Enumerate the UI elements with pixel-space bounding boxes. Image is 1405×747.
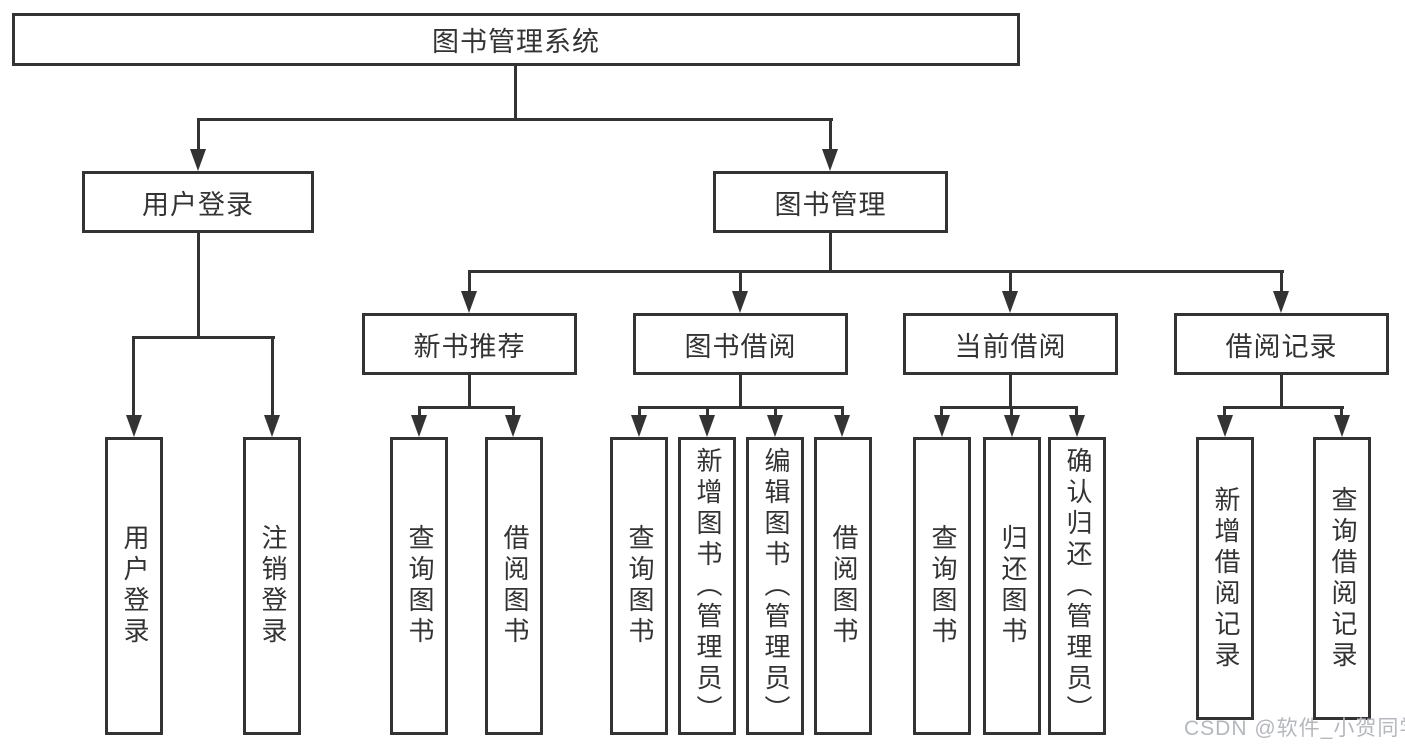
arrow-down-icon xyxy=(1273,291,1289,313)
node-current-borrowing: 当前借阅 xyxy=(903,313,1118,375)
arrow-down-icon xyxy=(1002,291,1018,313)
connector-line xyxy=(1223,406,1226,415)
arrow-down-icon xyxy=(1004,415,1020,437)
leaf-query-books-borrow: 查询图书 xyxy=(610,437,668,735)
node-label: 借阅记录 xyxy=(1225,331,1338,362)
node-library-management-system: 图书管理系统 xyxy=(12,13,1020,66)
node-label: 借阅图书 xyxy=(828,524,859,648)
connector-line xyxy=(133,336,275,339)
arrow-down-icon xyxy=(934,415,950,437)
arrow-down-icon xyxy=(699,415,715,437)
node-borrowing-records: 借阅记录 xyxy=(1174,313,1389,375)
node-label: 新书推荐 xyxy=(413,331,526,362)
node-label: 借阅图书 xyxy=(499,524,530,648)
connector-line xyxy=(1340,406,1343,415)
node-label: 查询图书 xyxy=(404,524,435,648)
connector-line xyxy=(132,336,135,415)
connector-line xyxy=(1280,270,1283,293)
node-label: 图书管理系统 xyxy=(432,27,600,57)
node-label: 用户登录 xyxy=(119,524,150,648)
arrow-down-icon xyxy=(732,291,748,313)
connector-line xyxy=(468,270,471,293)
connector-line xyxy=(774,406,777,415)
node-new-book-recommend: 新书推荐 xyxy=(362,313,577,375)
node-label: 编辑图书（管理员） xyxy=(760,446,791,726)
node-label: 确认归还（管理员） xyxy=(1062,446,1093,726)
leaf-query-books-current: 查询图书 xyxy=(913,437,971,735)
connector-line xyxy=(418,406,515,409)
node-book-borrowing: 图书借阅 xyxy=(633,313,848,375)
leaf-logout: 注销登录 xyxy=(243,437,301,735)
connector-line xyxy=(514,66,517,118)
connector-line xyxy=(271,336,274,415)
connector-line xyxy=(468,375,471,406)
connector-line xyxy=(197,118,833,121)
arrow-down-icon xyxy=(461,291,477,313)
arrow-down-icon xyxy=(834,415,850,437)
leaf-edit-books-admin: 编辑图书（管理员） xyxy=(746,437,804,735)
connector-line xyxy=(940,406,943,415)
node-label: 归还图书 xyxy=(997,524,1028,648)
connector-line xyxy=(940,406,1078,409)
connector-line xyxy=(706,406,709,415)
arrow-down-icon xyxy=(505,415,521,437)
arrow-down-icon xyxy=(190,149,206,171)
leaf-return-books: 归还图书 xyxy=(983,437,1041,735)
connector-line xyxy=(418,406,421,415)
leaf-user-login: 用户登录 xyxy=(105,437,163,735)
node-label: 查询图书 xyxy=(624,524,655,648)
arrow-down-icon xyxy=(264,415,280,437)
node-user-login: 用户登录 xyxy=(82,171,314,233)
connector-line xyxy=(1280,375,1283,406)
arrow-down-icon xyxy=(1217,415,1233,437)
node-label: 新增图书（管理员） xyxy=(692,446,723,726)
leaf-confirm-return-admin: 确认归还（管理员） xyxy=(1048,437,1106,735)
csdn-watermark: CSDN @软件_小贺同学 xyxy=(1184,717,1405,740)
arrow-down-icon xyxy=(631,415,647,437)
arrow-down-icon xyxy=(767,415,783,437)
connector-line xyxy=(1009,375,1012,406)
connector-line xyxy=(197,118,200,149)
arrow-down-icon xyxy=(126,415,142,437)
leaf-borrow-books: 借阅图书 xyxy=(814,437,872,735)
connector-line xyxy=(739,270,742,293)
node-label: 查询借阅记录 xyxy=(1327,485,1358,672)
connector-line xyxy=(1223,406,1344,409)
connector-line xyxy=(1010,406,1013,415)
node-label: 图书管理 xyxy=(774,189,887,220)
arrow-down-icon xyxy=(1069,415,1085,437)
node-label: 注销登录 xyxy=(257,524,288,648)
leaf-query-books-recommend: 查询图书 xyxy=(390,437,448,735)
leaf-add-books-admin: 新增图书（管理员） xyxy=(678,437,736,735)
node-label: 当前借阅 xyxy=(954,331,1067,362)
connector-line xyxy=(829,118,832,149)
node-label: 查询图书 xyxy=(927,524,958,648)
connector-line xyxy=(1009,270,1012,293)
leaf-add-borrow-record: 新增借阅记录 xyxy=(1196,437,1254,720)
connector-line xyxy=(638,406,641,415)
leaf-query-borrow-record: 查询借阅记录 xyxy=(1313,437,1371,720)
connector-line xyxy=(197,233,200,336)
arrow-down-icon xyxy=(411,415,427,437)
connector-line xyxy=(512,406,515,415)
node-label: 图书借阅 xyxy=(684,331,797,362)
connector-line xyxy=(841,406,844,415)
arrow-down-icon xyxy=(822,149,838,171)
connector-line xyxy=(739,375,742,406)
connector-line xyxy=(1075,406,1078,415)
connector-line xyxy=(829,233,832,270)
connector-line xyxy=(468,270,1284,273)
node-label: 用户登录 xyxy=(142,189,254,220)
node-book-management: 图书管理 xyxy=(713,171,948,233)
connector-line xyxy=(638,406,844,409)
node-label: 新增借阅记录 xyxy=(1210,485,1241,672)
arrow-down-icon xyxy=(1334,415,1350,437)
leaf-borrow-books-recommend: 借阅图书 xyxy=(485,437,543,735)
